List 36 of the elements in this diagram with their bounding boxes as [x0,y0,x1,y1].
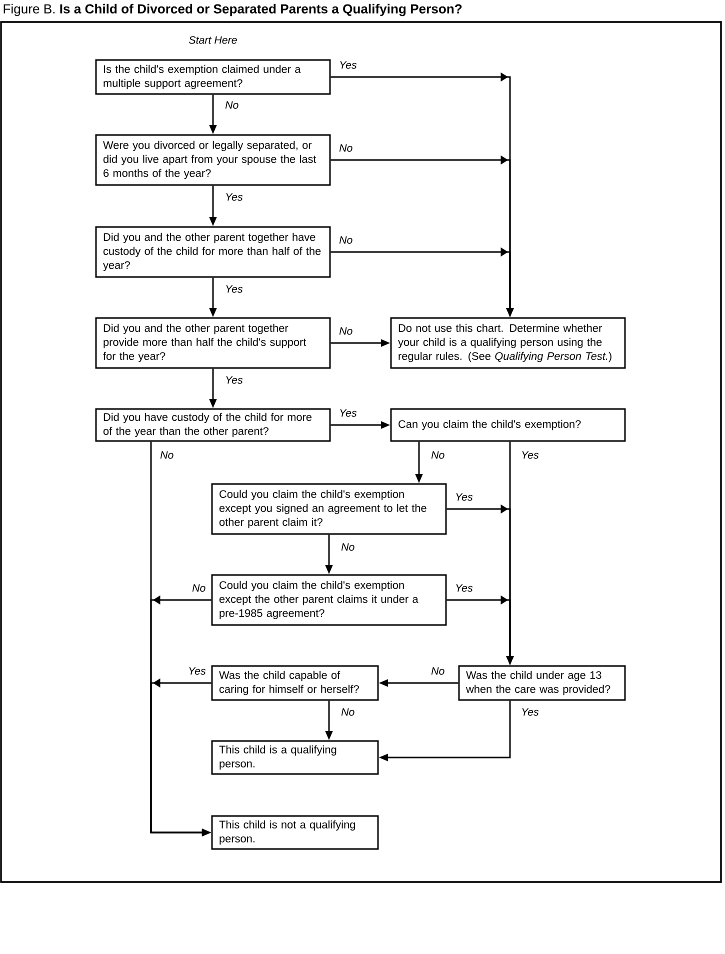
edge-label: Yes [186,666,208,676]
question-box: Did you have custody of the child for more of the year than the other parent? [95,408,331,442]
edge-label: Yes [338,60,358,70]
edge-label: Yes [454,582,474,594]
question-box: Did you and the other parent together have custody of the child for more than half of the year? [95,226,331,278]
start-label: Start Here [188,36,237,44]
edge-label: Yes [224,192,244,202]
edge-label: Yes [224,284,244,294]
edge-label: Yes [454,492,474,502]
edge-label: No [430,450,446,460]
result-box: This child is a qualifying person. [211,740,379,775]
edge-label: Yes [520,706,540,718]
question-box: Is the child's exemption claimed under a multiple support agreement? [95,59,331,95]
edge-label: No [340,542,356,552]
edge-label: No [430,666,446,676]
arrow [150,678,212,836]
edge-label: Yes [520,450,540,460]
edge-label: Yes [224,374,244,386]
result-box: This child is not a qualifying person. [211,815,379,850]
figure-title: Figure B. Is a Child of Divorced or Separated Parents a Qualifying Person? [4,4,462,16]
question-box: Could you claim the child's exemption except the other parent claims it under a pre-1985 agreement? [211,574,447,626]
edge-label: No [338,142,354,154]
question-box: Did you and the other parent together provide more than half the child's support for the year? [95,317,331,369]
edge-label: No [158,450,176,460]
question-box: Was the child under age 13 when the care was provided? [458,665,626,701]
edge-label: No [338,234,354,246]
question-box: Can you claim the child's exemption? [390,408,626,442]
edge-label: No [340,706,356,718]
edge-label: Yes [338,408,358,418]
question-box: Was the child capable of caring for himself or herself? [211,665,379,701]
question-box: Could you claim the child's exemption except you signed an agreement to let the other parent claim it? [211,483,447,535]
edge-label: No [190,582,208,594]
result-box: Do not use this chart. Determine whether your child is a qualifying person using the regular rules. (See Qualifying Person Test.) [390,317,626,369]
edge-label: No [224,100,240,110]
question-box: Were you divorced or legally separated, or did you live apart from your spouse the last 6 months of the year? [95,134,331,186]
edge-label: No [338,326,354,336]
